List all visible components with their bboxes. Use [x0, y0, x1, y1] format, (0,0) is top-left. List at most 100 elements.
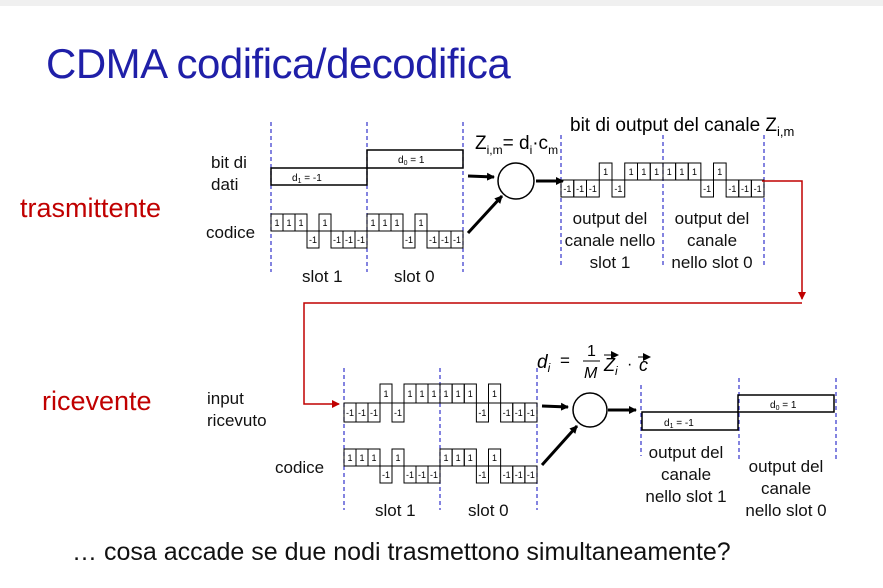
chip-value-label: 1 — [679, 167, 684, 177]
sender-multiplier-node — [497, 162, 535, 200]
chip-cell — [390, 213, 404, 232]
chip-value-label: 1 — [456, 389, 461, 399]
sender-slot0-label: slot 0 — [394, 267, 435, 286]
chip-cell — [306, 230, 320, 249]
receiver-output-slot1-label: output del canale nello slot 1 — [645, 443, 727, 506]
receiver-decode-formula: di = 1 M Zi · c — [537, 343, 651, 382]
chip-value-label: -1 — [357, 235, 365, 245]
sender-d1-text: d1 = -1 — [292, 173, 322, 185]
chip-cell — [524, 402, 538, 423]
chip-value-label: 1 — [468, 453, 473, 463]
sender-d0-text: d0 = 1 — [398, 155, 425, 167]
chip-value-label: 1 — [286, 218, 291, 228]
chip-value-label: -1 — [515, 408, 523, 418]
chip-cell — [475, 402, 489, 423]
receiver-side-label: ricevente — [42, 386, 152, 416]
chip-value-label: -1 — [503, 408, 511, 418]
chip-value-label: 1 — [383, 389, 388, 399]
chip-value-label: 1 — [394, 218, 399, 228]
chip-value-label: 1 — [370, 218, 375, 228]
chip-value-label: -1 — [527, 470, 535, 480]
chip-value-label: -1 — [382, 470, 390, 480]
chip-value-label: 1 — [322, 218, 327, 228]
feedback-arrow-down — [762, 180, 806, 300]
svg-text:·: · — [627, 356, 632, 373]
chip-value-label: -1 — [370, 408, 378, 418]
chip-cell — [318, 213, 332, 232]
chip-value-label: 1 — [418, 218, 423, 228]
chip-value-label: -1 — [358, 408, 366, 418]
chip-value-label: -1 — [503, 470, 511, 480]
chip-cell — [379, 383, 393, 404]
chip-cell — [488, 448, 502, 467]
sender-code-label: codice — [206, 223, 256, 242]
svg-text:Zi: Zi — [603, 355, 618, 378]
chip-value-label: 1 — [717, 167, 722, 177]
chip-value-label: 1 — [407, 389, 412, 399]
chip-cell — [463, 448, 477, 467]
chip-cell — [367, 402, 381, 423]
svg-text:c: c — [639, 355, 648, 375]
chip-cell — [354, 230, 368, 249]
chip-value-label: -1 — [309, 235, 317, 245]
chip-value-label: -1 — [333, 235, 341, 245]
chip-value-label: -1 — [478, 470, 486, 480]
chip-value-label: 1 — [298, 218, 303, 228]
chip-cell — [402, 230, 416, 249]
receiver-output-slot0-label: output del canale nello slot 0 — [745, 457, 827, 520]
chip-value-label: 1 — [371, 453, 376, 463]
chip-value-label: -1 — [614, 184, 622, 194]
chip-cell — [750, 179, 765, 198]
chip-value-label: 1 — [641, 167, 646, 177]
chip-value-label: 1 — [468, 389, 473, 399]
svg-text:=: = — [560, 351, 570, 370]
svg-text:M: M — [584, 365, 598, 382]
chip-cell — [687, 162, 702, 181]
chip-value-label: -1 — [527, 408, 535, 418]
chip-cell — [524, 465, 538, 484]
chip-value-label: 1 — [492, 453, 497, 463]
code-to-correlator-arrow — [540, 424, 579, 467]
chip-value-label: -1 — [405, 235, 413, 245]
chip-value-label: 1 — [382, 218, 387, 228]
code-to-multiplier-arrow — [466, 194, 504, 235]
sender-encode-formula: Zi,m= di·cm — [475, 133, 558, 157]
receiver-slot1-label: slot 1 — [375, 501, 416, 520]
chip-cell — [379, 465, 393, 484]
receiver-d1-text: d1 = -1 — [664, 418, 694, 430]
chip-value-label: -1 — [345, 235, 353, 245]
chip-value-label: 1 — [395, 453, 400, 463]
chip-value-label: 1 — [444, 389, 449, 399]
top-bar — [0, 0, 883, 6]
receiver-slot0-label: slot 0 — [468, 501, 509, 520]
sender-output-slot1-label: output del canale nello slot 1 — [564, 209, 656, 272]
chip-value-label: -1 — [478, 408, 486, 418]
feedback-arrow-to-receiver — [303, 302, 802, 408]
chip-cell — [611, 179, 626, 198]
data-bits-label: bit di dati — [211, 153, 247, 194]
chip-cell — [463, 383, 477, 404]
receiver-correlator-node — [572, 392, 608, 428]
chip-value-label: -1 — [406, 470, 414, 480]
chip-value-label: 1 — [456, 453, 461, 463]
chip-cell — [598, 162, 613, 181]
chip-value-label: -1 — [589, 184, 597, 194]
chip-cell — [586, 179, 600, 198]
chip-value-label: 1 — [492, 389, 497, 399]
chip-cell — [367, 448, 381, 467]
chip-value-label: -1 — [703, 184, 711, 194]
sender-output-slot0-label: output del canale nello slot 0 — [671, 209, 753, 272]
data-to-multiplier-arrow — [467, 172, 495, 181]
chip-value-label: 1 — [419, 389, 424, 399]
sender-output-title: bit di output del canale Zi,m — [570, 115, 794, 139]
chip-value-label: 1 — [692, 167, 697, 177]
receiver-code-label: codice — [275, 458, 325, 477]
chip-value-label: -1 — [429, 235, 437, 245]
chip-value-label: 1 — [667, 167, 672, 177]
